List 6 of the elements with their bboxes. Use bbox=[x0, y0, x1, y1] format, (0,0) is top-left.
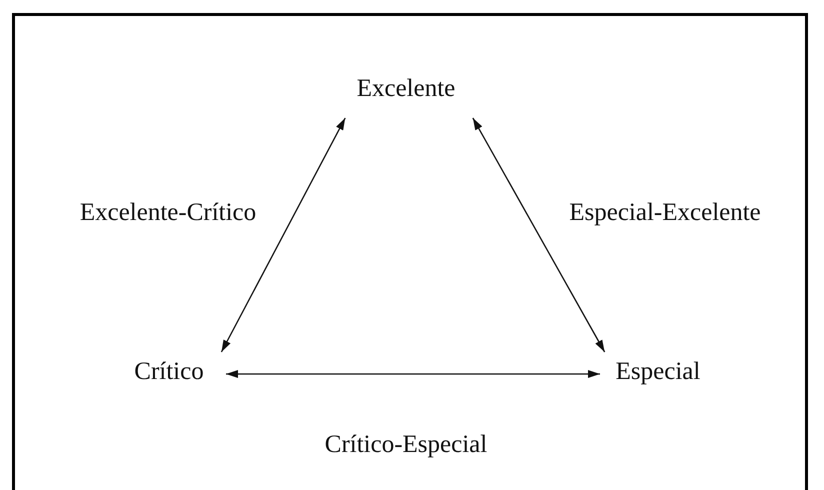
node-label: Crítico bbox=[134, 358, 204, 386]
double-arrow bbox=[220, 118, 346, 352]
double-arrow bbox=[472, 118, 606, 352]
node-label: Excelente bbox=[356, 75, 456, 103]
double-arrow bbox=[226, 370, 600, 378]
node-label: Especial bbox=[616, 358, 700, 386]
